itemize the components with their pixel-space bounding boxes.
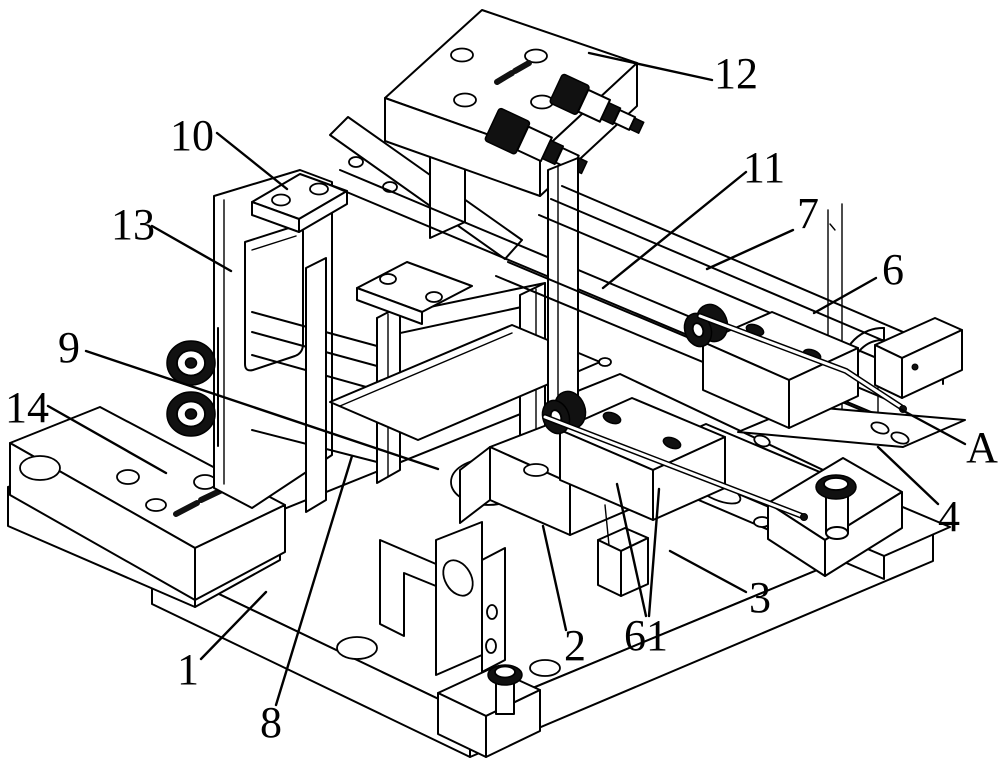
callout-label-12: 12 [714,49,758,98]
top-tab-10 [252,174,347,232]
leader-line-7 [707,230,793,269]
callout-label-9: 9 [58,323,80,372]
leader-line-13 [152,226,231,271]
print-speck [830,224,835,230]
callout-label-8: 8 [260,698,282,747]
leader-line-6 [814,278,876,313]
bottom-bolt [488,665,522,714]
guide-roller-lower [167,392,215,436]
clamp-front [538,387,725,520]
guide-rollers [167,328,218,446]
guide-roller-upper [167,341,215,385]
top-block-12 [385,10,648,196]
callout-label-1: 1 [177,645,199,694]
callout-label-10: 10 [170,111,214,160]
callout-label-11: 11 [743,143,785,192]
leader-line-4 [878,447,938,504]
callout-label-61: 61 [624,611,668,660]
callout-label-7: 7 [797,189,819,238]
leader-line-1 [201,592,266,659]
right-bolt [816,475,856,539]
callout-label-3: 3 [749,573,771,622]
callout-label-13: 13 [111,200,155,249]
support-column-8 [306,258,326,512]
wire-front [545,417,808,545]
callout-label-A: A [966,423,998,472]
left-block-14 [10,407,285,600]
leader-line-9 [86,351,438,469]
pneumatic-fitting-upper [549,73,648,142]
leader-line-11 [603,172,746,288]
leader-line-61 [617,484,646,616]
leader-line-14 [48,406,166,473]
leader-line-A [900,409,965,444]
callout-label-2: 2 [564,621,586,670]
leader-line-8 [276,456,352,705]
square-bar [875,318,962,398]
bottom-bracket [380,522,505,675]
leader-line-3 [670,551,746,592]
leader-line-12 [589,53,712,80]
leader-line-61 [649,489,659,616]
callout-label-6: 6 [882,245,904,294]
engraved-marking-top-block [497,63,529,82]
engraved-marking-left-block [176,490,222,514]
leader-line-10 [217,133,287,189]
leader-line-2 [543,526,566,630]
callout-label-14: 14 [5,383,49,432]
callout-label-4: 4 [938,492,960,541]
